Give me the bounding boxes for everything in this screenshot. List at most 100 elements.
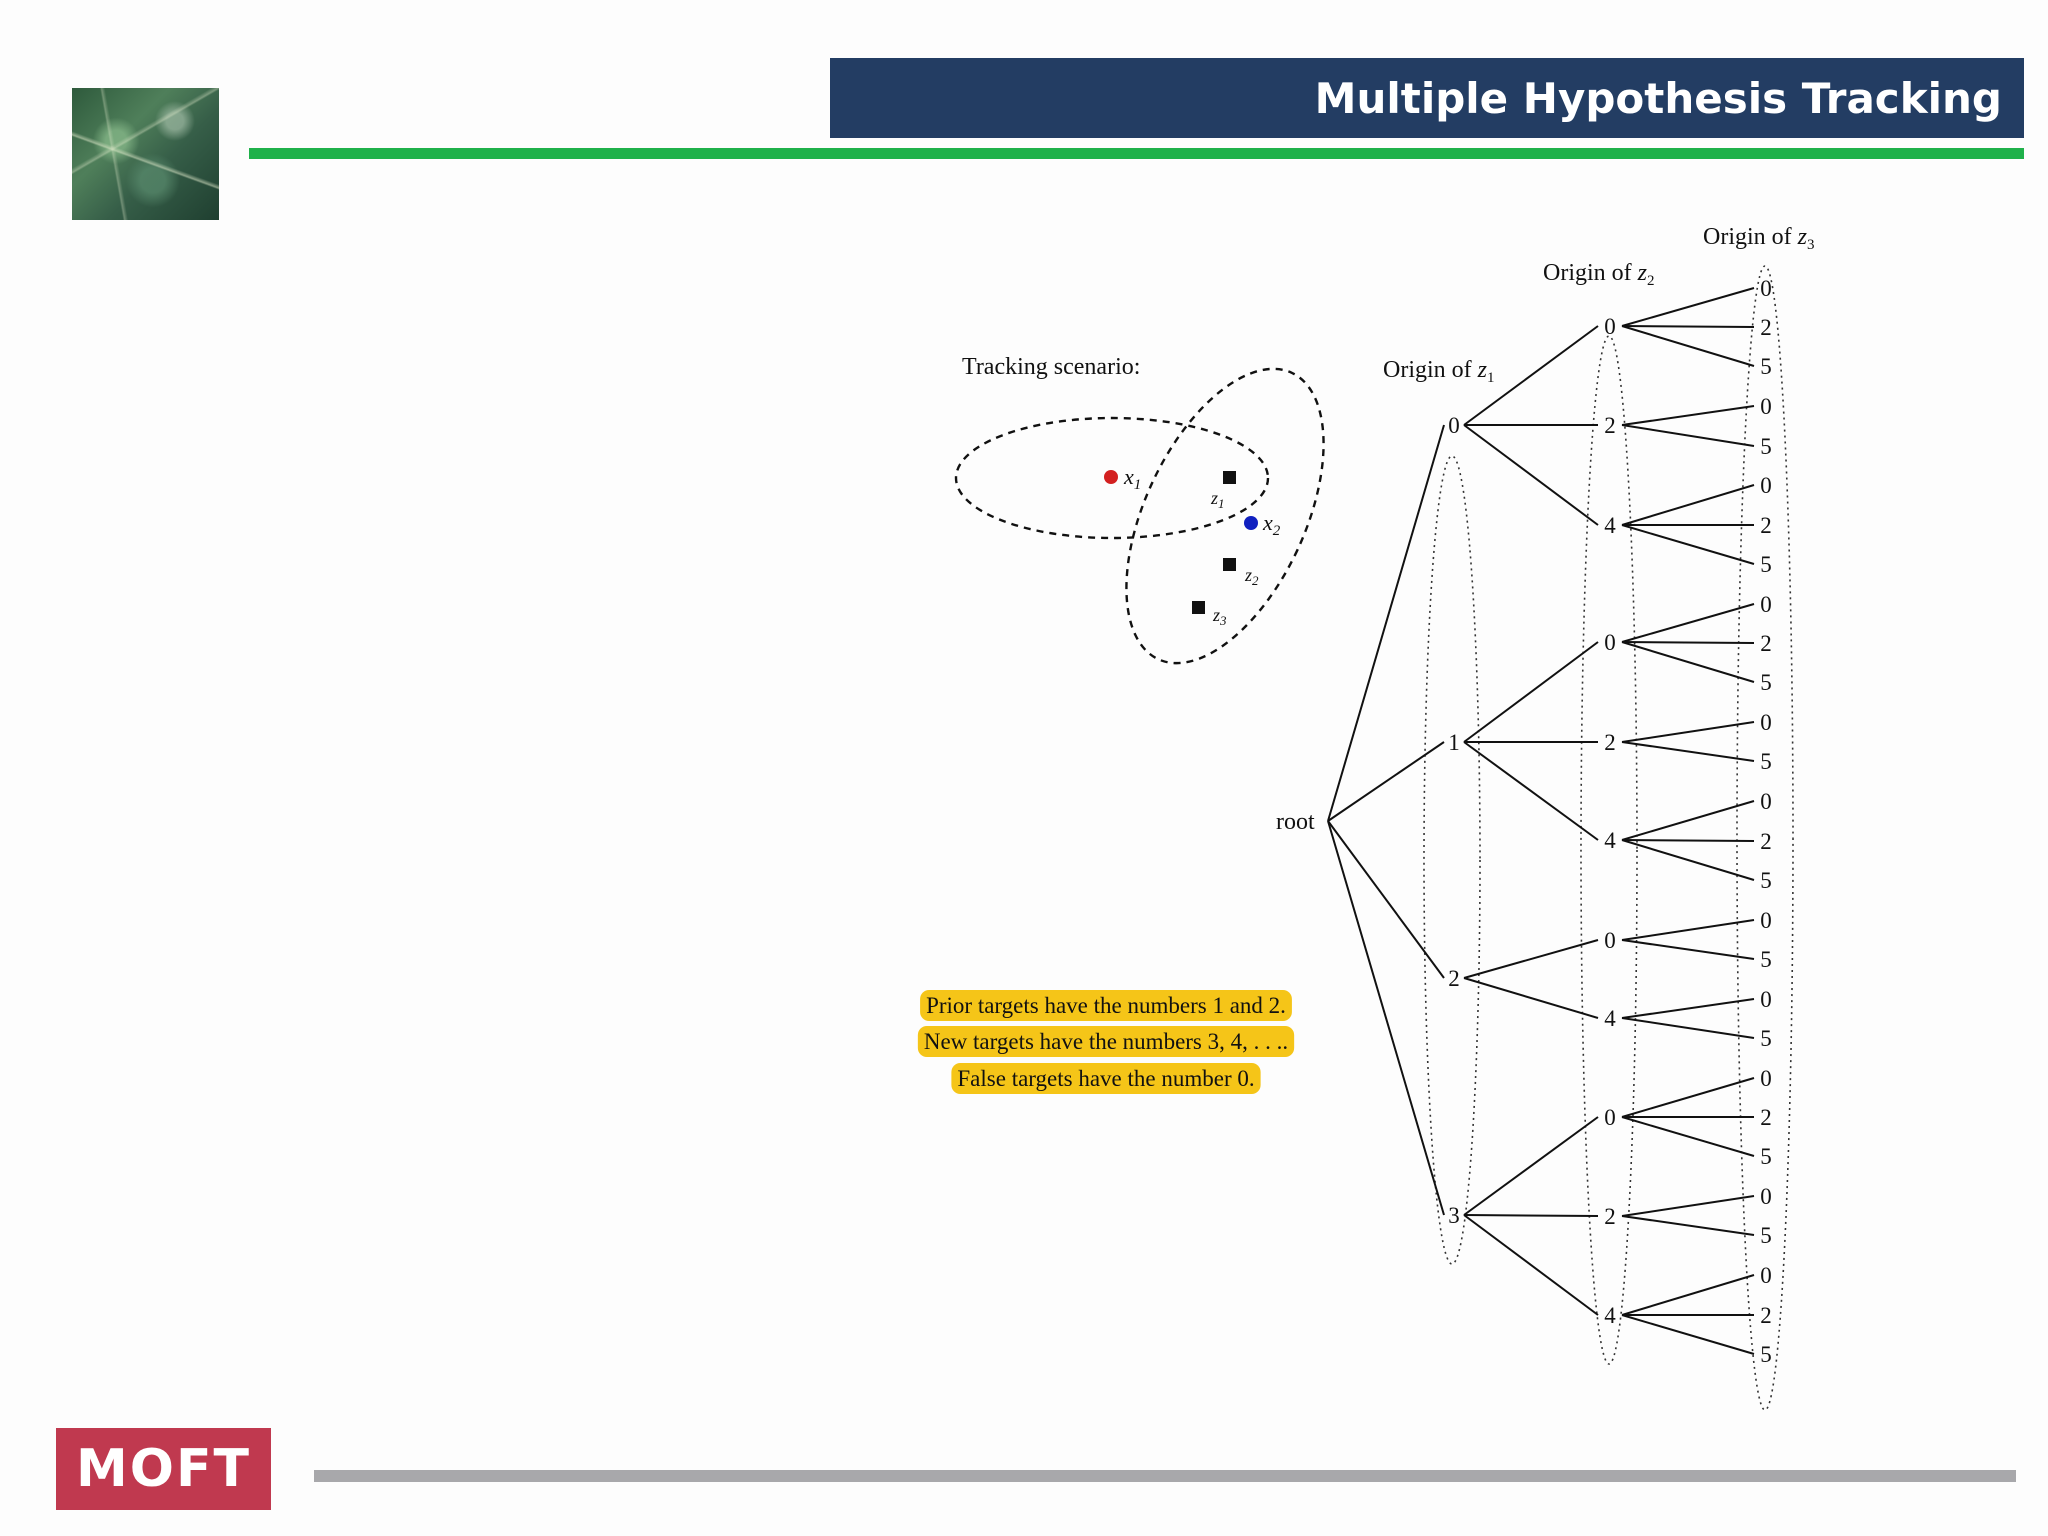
- slide-title: Multiple Hypothesis Tracking: [1314, 73, 2002, 123]
- tree-edge: [1621, 325, 1755, 328]
- tree-edge: [1463, 1214, 1599, 1316]
- header-origin-z1-sub: 1: [1487, 370, 1495, 386]
- svg-text:Origin of z3: Origin of z3: [1703, 224, 1815, 253]
- tree-edge: [1621, 1077, 1755, 1118]
- tree-node-level3: 2: [1760, 1105, 1772, 1130]
- note-highlight: [917, 1026, 1295, 1057]
- measurement-z3-sub: 3: [1219, 613, 1227, 628]
- tree-edge: [1621, 325, 1755, 367]
- measurement-z2-sub: 2: [1252, 573, 1259, 588]
- measurement-z3-symbol: z: [1212, 605, 1220, 625]
- tree-node-level2: 4: [1604, 1006, 1616, 1031]
- svg-text:z3: z3: [1212, 605, 1227, 628]
- tree-node-level3: 0: [1760, 987, 1772, 1012]
- header-origin-z3-sub: 3: [1807, 237, 1815, 253]
- tracking-scenario: Tracking scenario: x1 x2 z1 z2 z3: [954, 354, 1325, 665]
- tree-node-level3: 5: [1760, 749, 1772, 774]
- note-line: Prior targets have the numbers 1 and 2.: [926, 993, 1286, 1018]
- header-origin-z3-symbol: z: [1797, 224, 1808, 250]
- tree-node-level3: 0: [1760, 1066, 1772, 1091]
- tree-node-level1: 2: [1448, 966, 1460, 991]
- note-line: New targets have the numbers 3, 4, . . .…: [924, 1029, 1288, 1054]
- svg-text:x2: x2: [1262, 510, 1281, 539]
- tree-edge: [1463, 1214, 1599, 1217]
- tree-node-level2: 4: [1604, 513, 1616, 538]
- tree-node-level2: 2: [1604, 1204, 1616, 1229]
- header-origin-z2-symbol: z: [1637, 260, 1648, 286]
- moft-logo-text: MOFT: [76, 1439, 251, 1499]
- tree-edge: [1463, 424, 1599, 526]
- gate-ellipse-x1: [954, 416, 1270, 540]
- tree-node-level2: 0: [1604, 928, 1616, 953]
- tree-node-level3: 0: [1760, 473, 1772, 498]
- tree-edge: [1621, 641, 1755, 644]
- tree-node-level3: 2: [1760, 1303, 1772, 1328]
- tree-edge: [1463, 977, 1599, 1019]
- measurement-z2-marker: [1223, 558, 1236, 571]
- tree-edge: [1463, 741, 1599, 841]
- tree-node-level3: 2: [1760, 513, 1772, 538]
- measurement-z3-marker: [1192, 601, 1205, 614]
- header-origin-z2-sub: 2: [1647, 273, 1655, 289]
- tree-node-level3: 2: [1760, 315, 1772, 340]
- tree-edge: [1621, 998, 1755, 1019]
- tree-node-level1: 3: [1448, 1203, 1460, 1228]
- tree-edge: [1621, 721, 1755, 743]
- tree-edge: [1327, 820, 1445, 1216]
- tree-node-level2: 4: [1604, 1303, 1616, 1328]
- tree-node-level3: 5: [1760, 1342, 1772, 1367]
- svg-text:z2: z2: [1244, 565, 1259, 588]
- measurement-z2-symbol: z: [1244, 565, 1252, 585]
- tree-nodes: 0002520540251002520540252005405300252054…: [1448, 276, 1772, 1367]
- tree-node-level2: 2: [1604, 730, 1616, 755]
- target-x1-dot: [1104, 470, 1118, 484]
- tree-node-level3: 0: [1760, 789, 1772, 814]
- tree-edge: [1621, 424, 1755, 447]
- tree-node-level3: 0: [1760, 1263, 1772, 1288]
- tree-edge: [1621, 919, 1755, 941]
- note-highlight: [920, 990, 1292, 1021]
- tree-node-level2: 4: [1604, 828, 1616, 853]
- notes-group: Prior targets have the numbers 1 and 2. N…: [917, 990, 1295, 1094]
- hypothesis-tree: Origin of z1 Origin of z2 Origin of z3 r…: [1276, 224, 1815, 1411]
- tree-node-level3: 0: [1760, 1184, 1772, 1209]
- tree-node-level2: 0: [1604, 1105, 1616, 1130]
- target-x1-sub: 1: [1134, 477, 1142, 493]
- tree-node-level3: 0: [1760, 908, 1772, 933]
- measurement-z1-sub: 1: [1218, 496, 1225, 511]
- gate-ellipse-x2: [1125, 367, 1325, 665]
- tree-node-level1: 0: [1448, 413, 1460, 438]
- tree-edge: [1621, 741, 1755, 762]
- tree-edge: [1463, 1116, 1599, 1216]
- tree-node-level3: 0: [1760, 276, 1772, 301]
- tree-edge: [1621, 287, 1755, 327]
- tree-edge: [1621, 1314, 1755, 1355]
- measurement-z1-symbol: z: [1210, 488, 1218, 508]
- tree-edge: [1621, 839, 1755, 842]
- tree-node-level3: 5: [1760, 670, 1772, 695]
- level3-column-ellipse: [1736, 265, 1794, 1411]
- tree-edge: [1463, 641, 1599, 743]
- tree-edge: [1621, 405, 1755, 426]
- tree-edge: [1621, 939, 1755, 960]
- tree-node-level3: 5: [1760, 354, 1772, 379]
- tree-node-level2: 0: [1604, 314, 1616, 339]
- svg-text:Origin of z1: Origin of z1: [1383, 357, 1495, 386]
- tree-edge: [1621, 484, 1755, 526]
- header-origin-z3-text: Origin of: [1703, 224, 1798, 250]
- measurement-z1-marker: [1223, 471, 1236, 484]
- tree-node-level1: 1: [1448, 730, 1460, 755]
- tree-edge: [1327, 820, 1445, 979]
- tree-edge: [1621, 641, 1755, 683]
- tree-edge: [1327, 741, 1445, 822]
- footer-divider: [314, 1470, 2016, 1482]
- tree-node-level2: 0: [1604, 630, 1616, 655]
- svg-text:x1: x1: [1123, 464, 1141, 493]
- tree-edge: [1621, 839, 1755, 881]
- target-x2-symbol: x: [1262, 510, 1273, 535]
- tree-node-level3: 5: [1760, 868, 1772, 893]
- tree-edge: [1621, 1215, 1755, 1236]
- tree-node-level3: 5: [1760, 1223, 1772, 1248]
- tree-root-label: root: [1276, 809, 1315, 835]
